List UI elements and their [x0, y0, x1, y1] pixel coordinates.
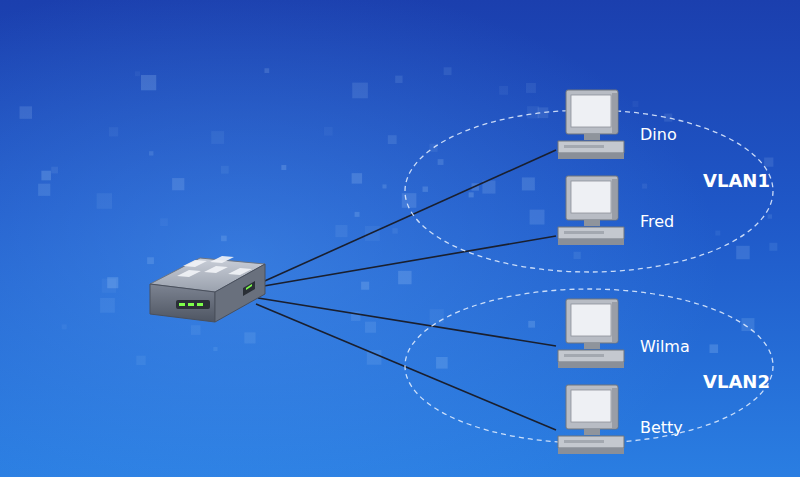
- vlan-group: DinoFred VLAN1: [403, 108, 775, 274]
- pixel-square: [355, 212, 360, 217]
- pixel-square: [361, 282, 369, 290]
- pixel-square: [436, 357, 448, 369]
- pixel-square: [402, 193, 417, 208]
- pixel-square: [715, 231, 720, 236]
- pixel-square: [62, 324, 67, 329]
- computer-node: Wilma: [554, 298, 696, 370]
- computer-drawing: [558, 176, 624, 245]
- pixel-square: [264, 68, 269, 73]
- pixel-square: [528, 321, 535, 328]
- pixel-square: [281, 165, 286, 170]
- pixel-square: [642, 184, 647, 189]
- computer-node: Fred: [554, 175, 694, 247]
- vlan-group: WilmaBetty VLAN2: [403, 287, 775, 445]
- pixel-square: [149, 151, 153, 155]
- computer-drawing: [558, 385, 624, 454]
- pixel-square: [398, 271, 411, 284]
- pixel-square: [20, 106, 32, 118]
- pixel-square: [423, 186, 428, 191]
- pixel-square: [211, 131, 224, 144]
- pixel-square: [736, 246, 749, 259]
- network-switch: [150, 256, 265, 322]
- computer-name: Dino: [640, 125, 677, 144]
- pixel-square: [430, 309, 444, 323]
- computer-name: Fred: [640, 212, 674, 231]
- pixel-square: [469, 192, 474, 197]
- pixel-square: [527, 106, 539, 118]
- pixel-square: [147, 257, 154, 264]
- vlan-label: VLAN1: [703, 170, 770, 191]
- computer-icon: [554, 298, 696, 370]
- pixel-square: [769, 243, 777, 251]
- pixel-square: [388, 135, 397, 144]
- pixel-square: [382, 184, 386, 188]
- pixel-square: [764, 157, 773, 166]
- pixel-square: [365, 322, 376, 333]
- pixel-square: [438, 159, 444, 165]
- pixel-square: [141, 75, 156, 90]
- pixel-square: [526, 83, 536, 93]
- pixel-square: [244, 332, 255, 343]
- pixel-square: [392, 228, 397, 233]
- pixel-square: [135, 71, 140, 76]
- pixel-square: [109, 127, 118, 136]
- cable: [256, 304, 556, 430]
- pixel-square: [221, 236, 227, 242]
- pixel-square: [324, 127, 333, 136]
- cable: [258, 150, 556, 284]
- cable: [258, 298, 556, 346]
- pixel-square: [100, 298, 115, 313]
- pixel-square: [352, 83, 368, 99]
- pixel-square: [367, 350, 382, 365]
- pixel-square: [444, 67, 452, 75]
- pixel-square: [429, 144, 437, 152]
- pixel-square: [107, 277, 118, 288]
- pixel-square: [709, 344, 718, 353]
- pixel-squares: [20, 67, 778, 368]
- pixel-square: [352, 173, 362, 183]
- pixel-square: [522, 177, 535, 190]
- vlan-outline: [405, 289, 773, 443]
- vlan-label: VLAN2: [703, 371, 770, 392]
- pixel-square: [191, 325, 201, 335]
- computer-drawing: [558, 90, 624, 159]
- pixel-square: [213, 347, 217, 351]
- pixel-square: [632, 101, 638, 107]
- vlan-outline: [405, 110, 773, 272]
- computer-name: Wilma: [640, 337, 690, 356]
- pixel-square: [768, 214, 772, 218]
- computer-icon: [554, 175, 694, 247]
- computer-node: Dino: [554, 89, 694, 161]
- pixel-square: [136, 356, 145, 365]
- pixel-square: [335, 225, 347, 237]
- pixel-square: [574, 252, 581, 259]
- pixel-square: [41, 171, 51, 181]
- computer-drawing: [558, 299, 624, 368]
- computer-node: Betty: [554, 384, 694, 456]
- pixel-square: [38, 184, 50, 196]
- pixel-square: [530, 210, 545, 225]
- pixel-square: [172, 178, 184, 190]
- pixel-square: [221, 166, 229, 174]
- pixel-square: [160, 218, 168, 226]
- pixel-square: [51, 167, 58, 174]
- pixel-square: [97, 193, 112, 208]
- pixel-square: [395, 76, 402, 83]
- network-cables: [256, 150, 556, 430]
- computer-name: Betty: [640, 418, 683, 437]
- cable: [258, 236, 556, 287]
- pixel-square: [499, 86, 508, 95]
